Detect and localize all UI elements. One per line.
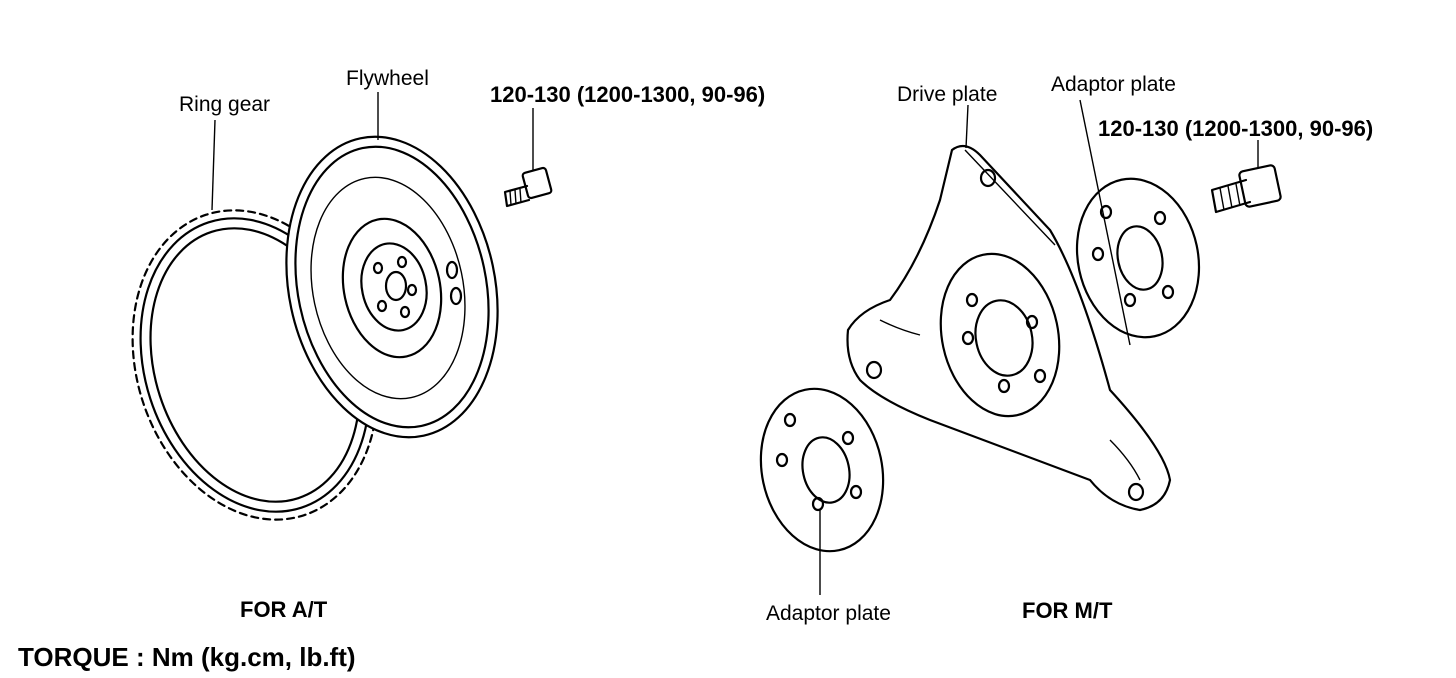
at-torque-spec: 120-130 (1200-1300, 90-96) <box>490 82 766 107</box>
for-at-caption: FOR A/T <box>240 597 328 622</box>
adaptor-plate-top-label: Adaptor plate <box>1051 73 1176 96</box>
drive-plate-illustration <box>846 104 1172 512</box>
flywheel-illustration <box>285 92 499 439</box>
adaptor-plate-bottom-illustration <box>759 387 885 595</box>
adaptor-plate-top-illustration <box>1075 99 1201 346</box>
at-bolt-illustration <box>503 108 553 208</box>
adaptor-plate-bottom-label: Adaptor plate <box>766 602 891 625</box>
ring-gear-leader <box>211 119 216 211</box>
mt-bolt-illustration <box>1210 140 1282 214</box>
torque-units-caption: TORQUE : Nm (kg.cm, lb.ft) <box>18 642 356 672</box>
drive-plate-label: Drive plate <box>897 83 998 106</box>
ring-gear-label: Ring gear <box>179 93 271 116</box>
flywheel-label: Flywheel <box>346 67 429 90</box>
mt-torque-spec: 120-130 (1200-1300, 90-96) <box>1098 116 1374 141</box>
for-mt-caption: FOR M/T <box>1022 598 1113 623</box>
